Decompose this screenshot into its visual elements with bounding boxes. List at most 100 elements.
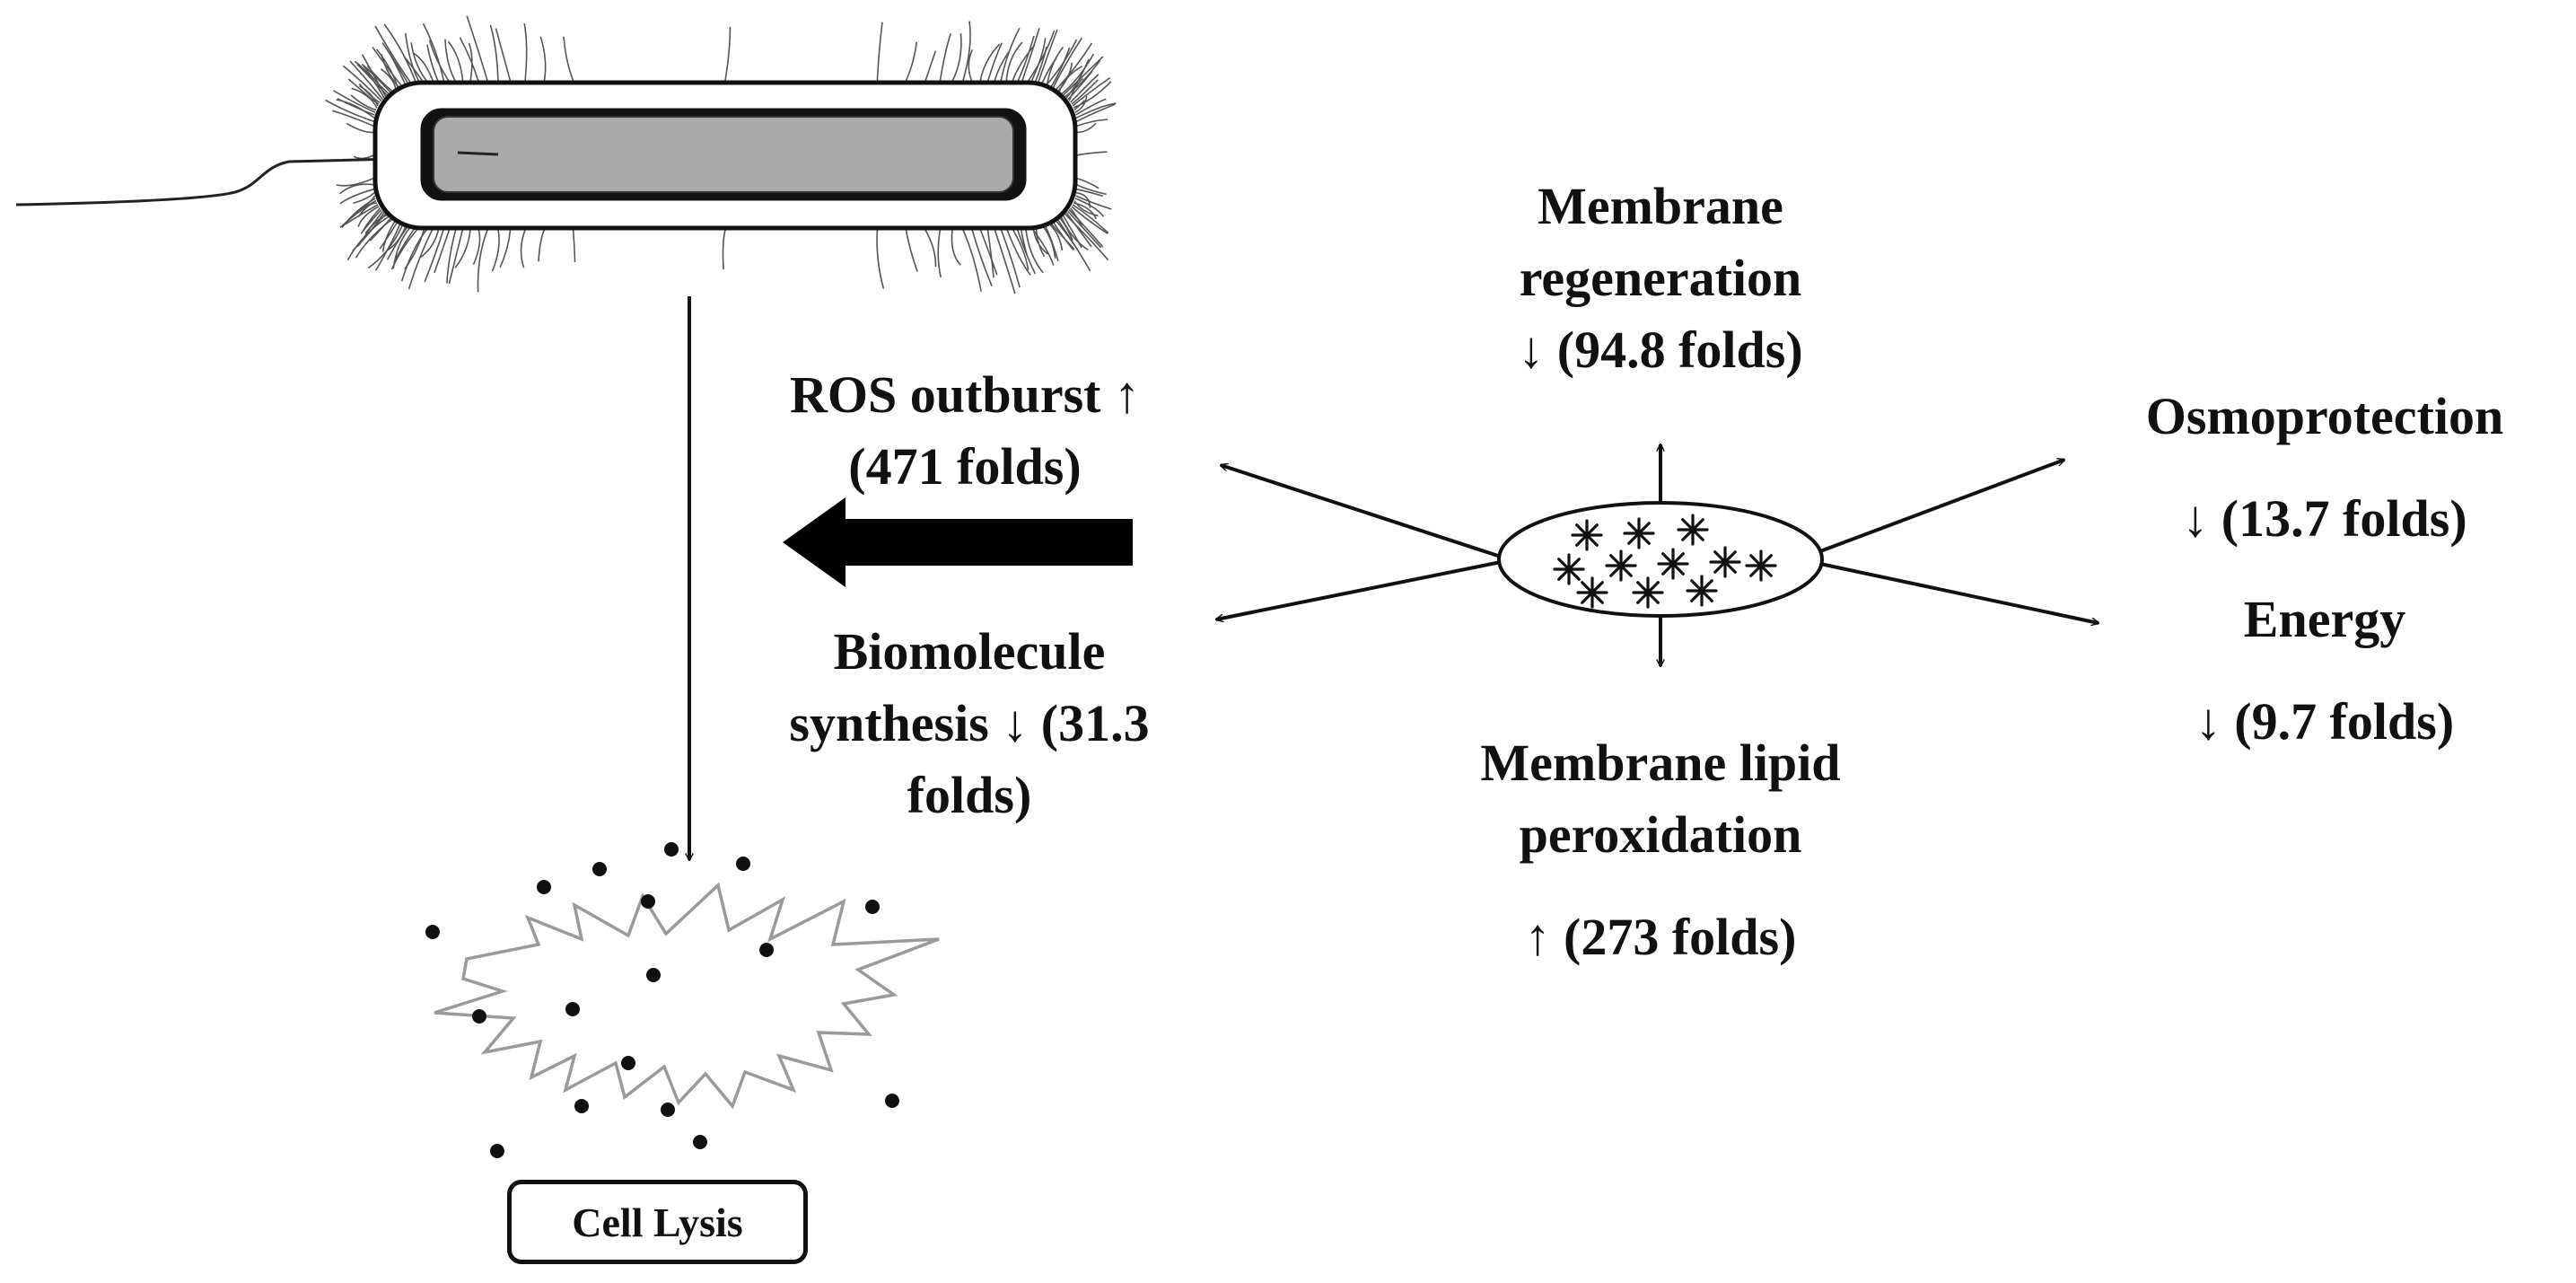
debris-dot	[574, 1099, 589, 1113]
pilus	[1064, 213, 1109, 261]
pilus	[994, 227, 1016, 294]
pilus	[1074, 95, 1088, 113]
pilus	[346, 122, 374, 134]
cell-lysis-box: Cell Lysis	[507, 1180, 808, 1264]
pilus	[354, 60, 385, 99]
pilus	[1076, 183, 1107, 196]
flagellum-inner	[457, 151, 499, 156]
label-membrane-regeneration: Membrane regeneration ↓ (94.8 folds)	[1427, 171, 1894, 386]
nanoparticle-icon	[1677, 514, 1709, 546]
pilus	[360, 209, 382, 234]
pilus	[961, 229, 982, 292]
nanoparticle-icon	[1605, 549, 1637, 582]
pilus	[489, 24, 499, 82]
pilus	[339, 188, 374, 205]
pilus	[363, 65, 390, 95]
pilus	[1062, 56, 1104, 97]
debris-dot	[592, 862, 607, 876]
pilus	[968, 49, 973, 83]
pilus	[1051, 37, 1082, 92]
biomolecule-synthesis-line2: synthesis ↓ (31.3	[789, 694, 1150, 752]
pilus	[491, 229, 500, 272]
pilus	[1067, 210, 1102, 249]
debris-dot	[693, 1135, 707, 1149]
pilus	[1029, 224, 1055, 266]
pilus	[961, 21, 971, 82]
debris-dot	[885, 1094, 899, 1108]
pilus	[1070, 74, 1100, 103]
pilus	[499, 229, 512, 268]
debris-dot	[425, 925, 440, 939]
pilus	[1072, 204, 1109, 234]
pilus	[369, 216, 392, 242]
debris-dot	[646, 968, 661, 982]
biomolecule-synthesis-line1: Biomolecule	[833, 622, 1106, 681]
lipid-peroxidation-value: ↑ (273 folds)	[1524, 908, 1797, 966]
pilus	[1076, 122, 1097, 134]
pilus	[1075, 102, 1117, 119]
pilus	[1076, 177, 1100, 189]
pilus	[357, 206, 380, 227]
lysed-membrane-shards	[434, 882, 940, 1110]
pilus	[1024, 225, 1044, 274]
pilus	[1005, 41, 1023, 83]
pilus	[448, 228, 464, 285]
pilus	[444, 39, 457, 83]
pilus	[1068, 77, 1084, 101]
pilus	[1067, 70, 1093, 101]
pilus	[1076, 103, 1116, 123]
flagellum	[15, 154, 499, 207]
label-ros-outburst: ROS outburst ↑ (471 folds)	[732, 359, 1198, 503]
nanoparticle-icon	[1571, 519, 1603, 551]
pilus	[353, 154, 374, 160]
arrow-lower-right	[1819, 562, 2098, 623]
nanoparticle-icon	[1576, 576, 1608, 609]
pilus	[1073, 81, 1112, 109]
pilus	[355, 195, 376, 214]
pilus	[1005, 227, 1031, 276]
pilus	[1011, 226, 1030, 271]
pilus	[1073, 100, 1085, 111]
nanoparticle-icon	[1657, 548, 1689, 580]
pilus	[939, 32, 951, 82]
pilus	[1020, 28, 1040, 85]
pilus	[1060, 215, 1089, 250]
nanoparticle-icon	[1623, 517, 1655, 549]
effect-arrows	[1216, 444, 2098, 666]
nanoparticle-icon	[1553, 553, 1585, 585]
pilus	[1058, 66, 1083, 94]
pilus	[999, 27, 1021, 83]
pilus	[361, 63, 392, 94]
pilus	[1076, 119, 1108, 127]
pilus	[374, 220, 402, 271]
pilus	[905, 41, 918, 82]
energy-value: ↓ (9.7 folds)	[2195, 692, 2455, 751]
lipid-peroxidation-line2: peroxidation	[1519, 805, 1802, 864]
pilus	[1071, 206, 1108, 234]
debris-dot	[641, 894, 655, 909]
pilus	[1073, 202, 1098, 220]
pilus	[424, 227, 445, 283]
pilus	[446, 227, 457, 284]
biomolecule-synthesis-line3: folds)	[907, 766, 1032, 824]
pilus	[333, 90, 376, 113]
pilus	[381, 42, 411, 88]
pilus	[971, 228, 993, 287]
pilus	[356, 64, 389, 97]
pilus	[538, 229, 546, 262]
pilus	[1064, 59, 1101, 98]
debris-dot	[621, 1056, 635, 1070]
nanoparticle-icon	[1632, 576, 1664, 609]
pilus	[345, 204, 379, 225]
pilus	[876, 22, 883, 82]
energy-line1: Energy	[2243, 590, 2406, 648]
lipid-peroxidation-line1: Membrane lipid	[1480, 734, 1841, 792]
pilus	[1011, 44, 1036, 84]
pilus	[472, 228, 481, 266]
pilus	[422, 23, 445, 83]
label-osmoprotection: Osmoprotection ↓ (13.7 folds)	[2082, 381, 2567, 555]
pilus	[1068, 209, 1104, 248]
pilus	[1065, 212, 1092, 248]
pilus	[951, 33, 962, 82]
pilus	[353, 192, 375, 205]
